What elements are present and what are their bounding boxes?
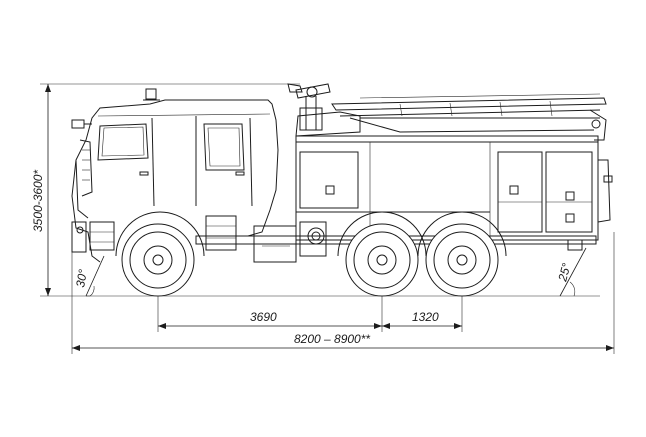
ground-and-angles: 30° 25°	[73, 247, 600, 297]
approach-angle-label: 30°	[73, 268, 90, 288]
height-label: 3500-3600*	[31, 170, 45, 232]
wheelbase-front-label: 3690	[250, 310, 277, 324]
water-monitor	[287, 83, 331, 131]
roof-ladder	[331, 93, 607, 141]
rear-wheel	[417, 211, 507, 297]
overall-length-label: 8200 – 8900**	[294, 332, 370, 346]
wheelbase-dimensions: 3690 1320	[157, 296, 463, 332]
overall-length-dimension: 8200 – 8900**	[71, 232, 615, 354]
wheelbase-rear-label: 1320	[412, 310, 439, 324]
departure-angle-label: 25°	[555, 261, 574, 283]
cab	[71, 88, 279, 263]
height-dimension: 3500-3600*	[31, 83, 300, 297]
front-wheel	[115, 211, 205, 297]
middle-wheel	[337, 211, 427, 297]
